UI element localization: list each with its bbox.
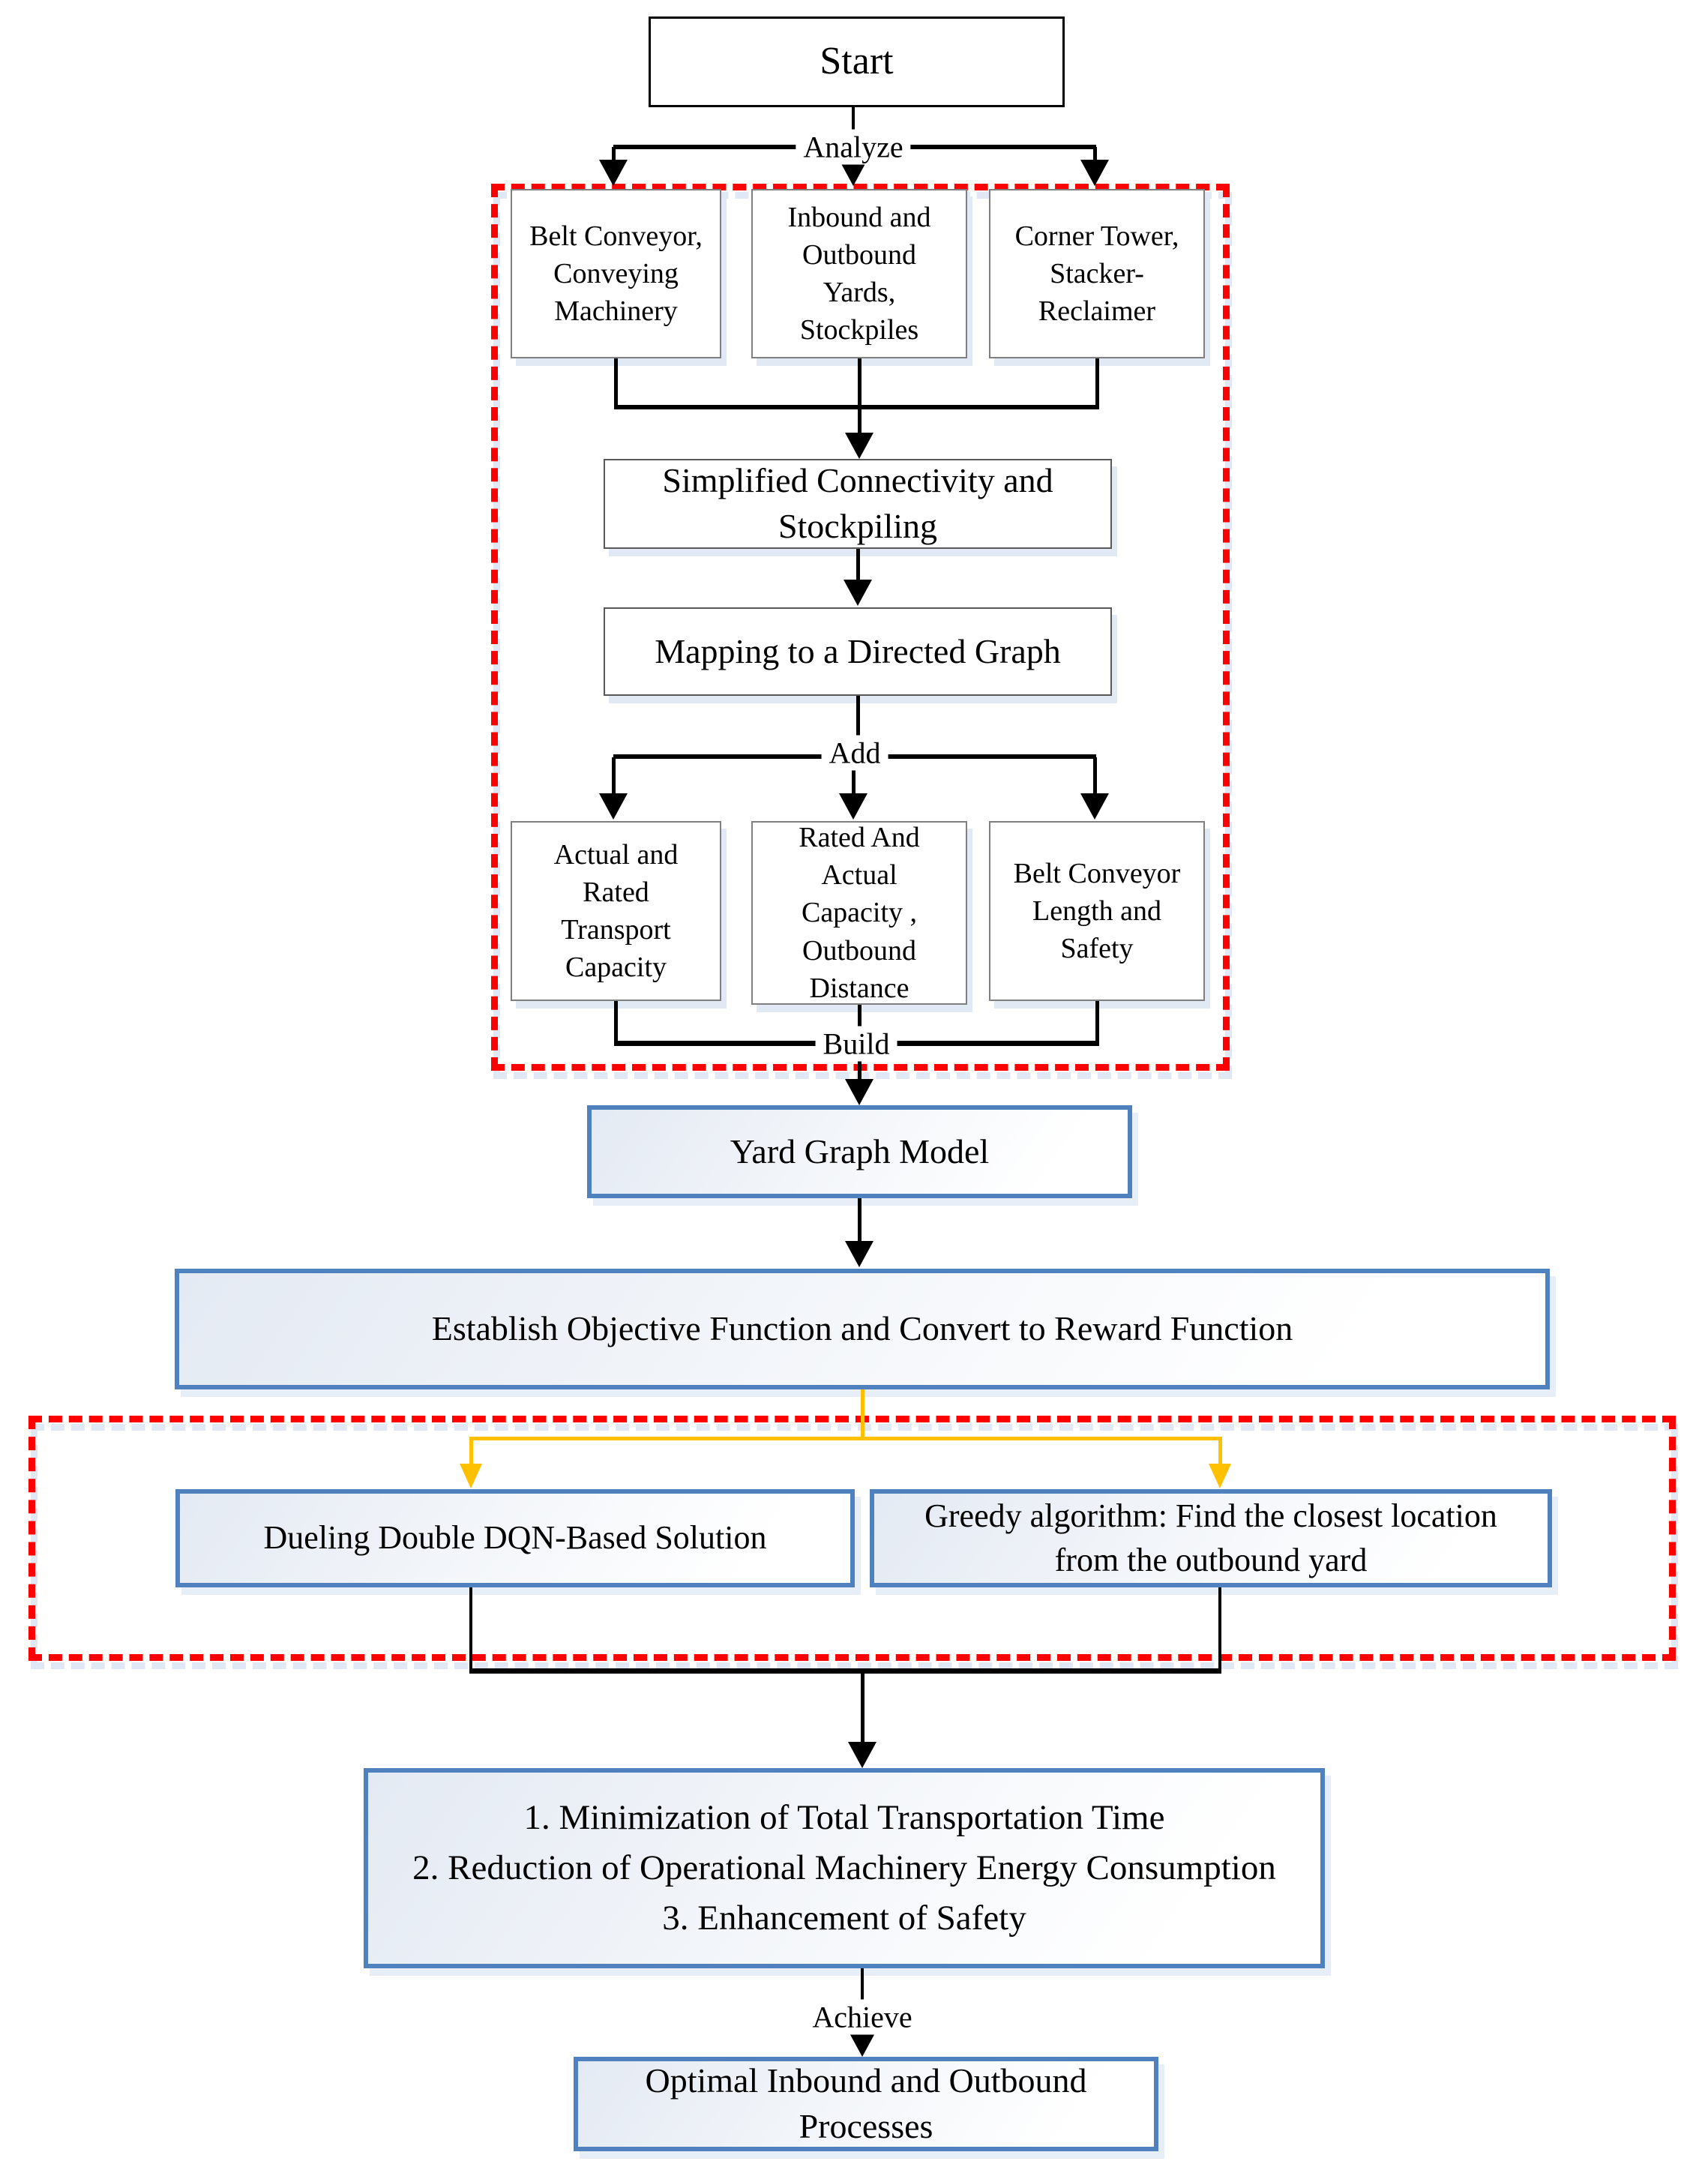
connector-line (1095, 1001, 1099, 1045)
outcome-item: 2. Reduction of Operational Machinery En… (412, 1848, 1276, 1888)
connector-line (469, 1587, 472, 1674)
edge-label-build: Build (815, 1026, 897, 1062)
node-establish-objective: Establish Objective Function and Convert… (175, 1269, 1550, 1389)
arrowhead-down-icon (839, 793, 867, 820)
node-yard-graph-model: Yard Graph Model (587, 1105, 1132, 1198)
node-label: Dueling Double DQN-Based Solution (263, 1519, 767, 1557)
connector-line (856, 696, 860, 757)
connector-line (614, 1001, 618, 1045)
connector-line (858, 1046, 861, 1081)
connector-line (614, 405, 1099, 409)
connector-line (861, 1674, 864, 1743)
yellow-connector-line (1218, 1437, 1222, 1465)
node-label: Belt Conveyor Length and Safety (1013, 857, 1181, 965)
connector-line (858, 358, 861, 407)
node-label: Mapping to a Directed Graph (655, 631, 1061, 670)
connector-line (1093, 757, 1097, 793)
outcome-item: 3. Enhancement of Safety (662, 1898, 1026, 1938)
node-dueling-double-dqn: Dueling Double DQN-Based Solution (175, 1489, 855, 1587)
node-corner-tower-stacker: Corner Tower, Stacker-Reclaimer (989, 189, 1205, 358)
node-belt-conveyor-machinery: Belt Conveyor, Conveying Machinery (511, 189, 721, 358)
node-label: Greedy algorithm: Find the closest locat… (924, 1497, 1497, 1578)
yellow-connector-line (469, 1437, 1222, 1440)
start-node: Start (649, 16, 1065, 107)
connector-line (1095, 358, 1099, 407)
connector-line (614, 358, 618, 407)
connector-line (861, 1968, 864, 2001)
node-label: Simplified Connectivity and Stockpiling (662, 461, 1053, 545)
connector-line (1093, 147, 1097, 162)
connector-line (858, 1005, 861, 1045)
arrowhead-down-icon (848, 1742, 876, 1768)
arrowhead-down-icon (848, 2031, 876, 2057)
connector-line (1218, 1587, 1221, 1674)
outcome-item: 1. Minimization of Total Transportation … (523, 1798, 1165, 1838)
node-label: Optimal Inbound and Outbound Processes (645, 2061, 1087, 2145)
arrowhead-down-icon (844, 580, 872, 606)
yellow-connector-line (861, 1389, 864, 1440)
connector-line (856, 549, 860, 582)
connector-line (852, 757, 855, 793)
node-mapping-directed-graph: Mapping to a Directed Graph (604, 607, 1112, 696)
node-simplified-connectivity: Simplified Connectivity and Stockpiling (604, 459, 1112, 549)
arrowhead-down-icon (1080, 793, 1109, 820)
node-capacity-outbound-distance: Rated And Actual Capacity , Outbound Dis… (751, 821, 967, 1005)
node-optimal-processes: Optimal Inbound and Outbound Processes (574, 2057, 1158, 2151)
node-label: Actual and Rated Transport Capacity (553, 838, 679, 984)
node-belt-length-safety: Belt Conveyor Length and Safety (989, 821, 1205, 1001)
node-label: Yard Graph Model (730, 1131, 990, 1170)
start-label: Start (820, 40, 894, 83)
node-transport-capacity: Actual and Rated Transport Capacity (511, 821, 721, 1001)
node-outcomes: 1. Minimization of Total Transportation … (364, 1768, 1325, 1968)
arrowhead-down-icon (599, 160, 628, 186)
node-label: Inbound and Outbound Yards, Stockpiles (787, 201, 931, 346)
edge-label-analyze: Analyze (796, 129, 911, 165)
arrowhead-down-icon (599, 793, 628, 820)
connector-line (612, 757, 616, 793)
arrowhead-down-icon (845, 1241, 873, 1267)
yellow-connector-line (469, 1437, 473, 1465)
arrowhead-down-icon (845, 433, 873, 459)
connector-line (858, 1198, 861, 1242)
yellow-arrowhead-down-icon (460, 1464, 482, 1488)
node-greedy-algorithm: Greedy algorithm: Find the closest locat… (870, 1489, 1552, 1587)
node-label: Rated And Actual Capacity , Outbound Dis… (799, 822, 920, 1004)
edge-label-add: Add (821, 735, 888, 771)
edge-label-achieve: Achieve (805, 1999, 920, 2035)
node-label: Corner Tower, Stacker-Reclaimer (1014, 220, 1179, 328)
node-inbound-outbound-yards: Inbound and Outbound Yards, Stockpiles (751, 189, 967, 358)
connector-line (858, 409, 861, 435)
connector-line (852, 107, 855, 145)
connector-line (612, 147, 616, 162)
arrowhead-down-icon (1080, 160, 1109, 186)
connector-line (469, 1668, 1221, 1674)
node-label: Belt Conveyor, Conveying Machinery (529, 220, 703, 328)
arrowhead-down-icon (845, 1079, 873, 1105)
yellow-arrowhead-down-icon (1209, 1464, 1231, 1488)
node-label: Establish Objective Function and Convert… (431, 1309, 1293, 1348)
